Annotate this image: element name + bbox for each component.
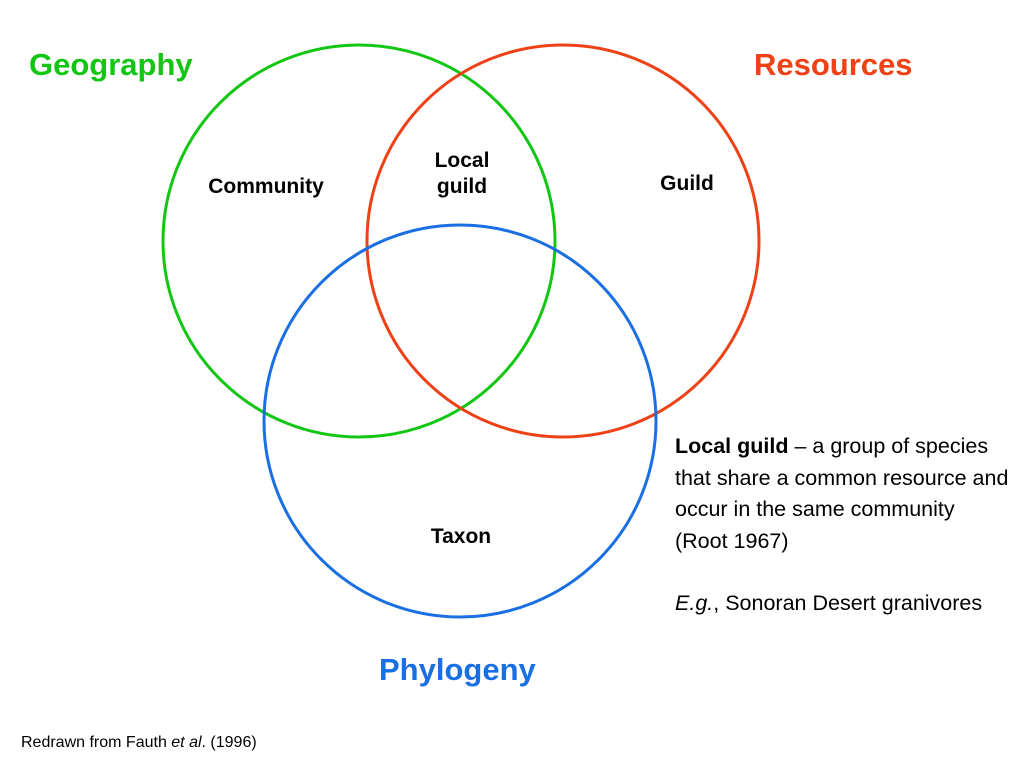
definition-paragraph: Local guild – a group of species that sh… — [675, 431, 1020, 526]
local-guild-definition: Local guild – a group of species that sh… — [675, 431, 1020, 620]
example-paragraph: E.g., Sonoran Desert granivores — [675, 588, 1020, 620]
phylogeny-circle — [262, 223, 658, 619]
geography-circle — [161, 43, 557, 439]
example-label: E.g. — [675, 591, 714, 615]
local-guild-label-line-1: Local — [434, 149, 490, 172]
local-guild-label-line-2: guild — [436, 175, 488, 198]
guild-label: Guild — [660, 172, 714, 195]
taxon-label: Taxon — [430, 525, 492, 548]
resources-circle — [365, 43, 761, 439]
definition-spacer — [675, 557, 1020, 588]
local-guild-label: Local guild — [435, 148, 490, 200]
definition-citation: (Root 1967) — [675, 528, 789, 553]
resources-title: Resources — [754, 47, 913, 82]
source-prefix: Redrawn from Fauth — [21, 734, 172, 751]
community-label: Community — [208, 175, 324, 198]
example-text: , Sonoran Desert granivores — [713, 591, 983, 615]
geography-title: Geography — [29, 47, 193, 82]
phylogeny-title: Phylogeny — [379, 652, 536, 687]
source-italic: et al — [171, 734, 202, 751]
source-suffix: . (1996) — [201, 734, 257, 751]
source-citation: Redrawn from Fauth et al. (1996) — [21, 733, 257, 753]
definition-term: Local guild — [675, 434, 789, 458]
definition-text: – a group of species that share a common… — [675, 434, 1009, 521]
